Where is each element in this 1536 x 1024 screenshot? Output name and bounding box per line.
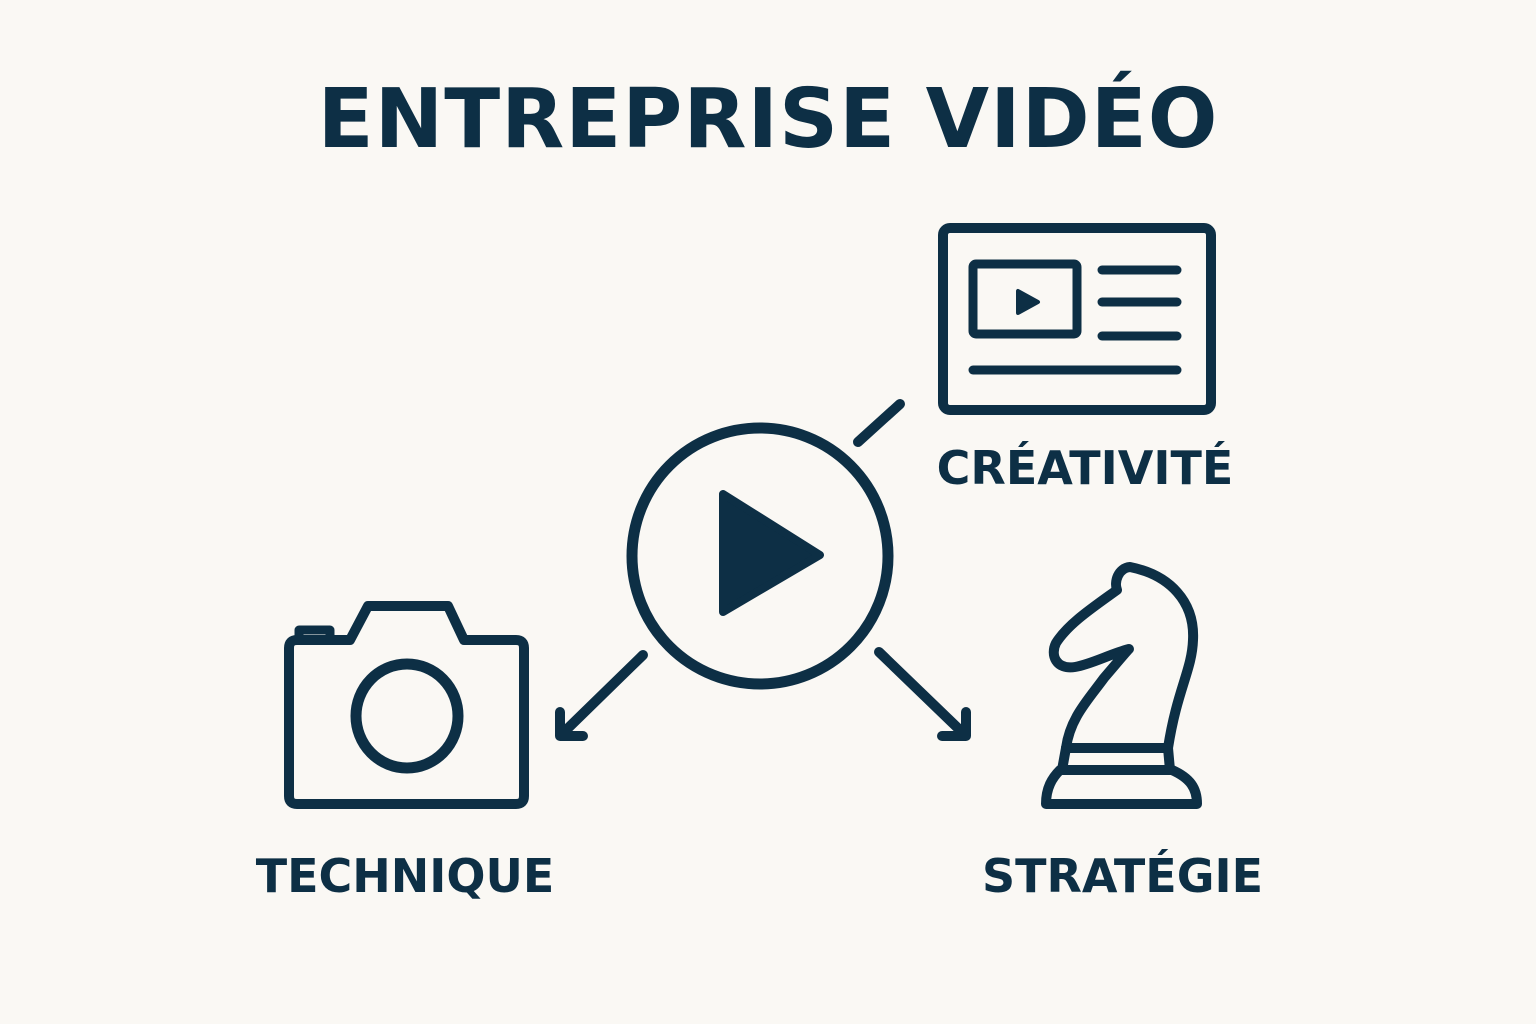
play-circle-icon bbox=[626, 422, 894, 690]
arrow-to-strategie bbox=[874, 647, 971, 741]
chess-knight-icon bbox=[1041, 562, 1202, 809]
connector-creativite bbox=[853, 399, 905, 447]
diagram-title: ENTREPRISE VIDÉO bbox=[317, 72, 1219, 167]
camera-icon bbox=[284, 601, 529, 809]
label-strategie: STRATÉGIE bbox=[981, 849, 1264, 903]
label-creativite: CRÉATIVITÉ bbox=[936, 441, 1234, 495]
arrow-to-technique bbox=[555, 650, 648, 741]
video-content-card-icon bbox=[938, 223, 1216, 415]
label-technique: TECHNIQUE bbox=[255, 849, 555, 903]
